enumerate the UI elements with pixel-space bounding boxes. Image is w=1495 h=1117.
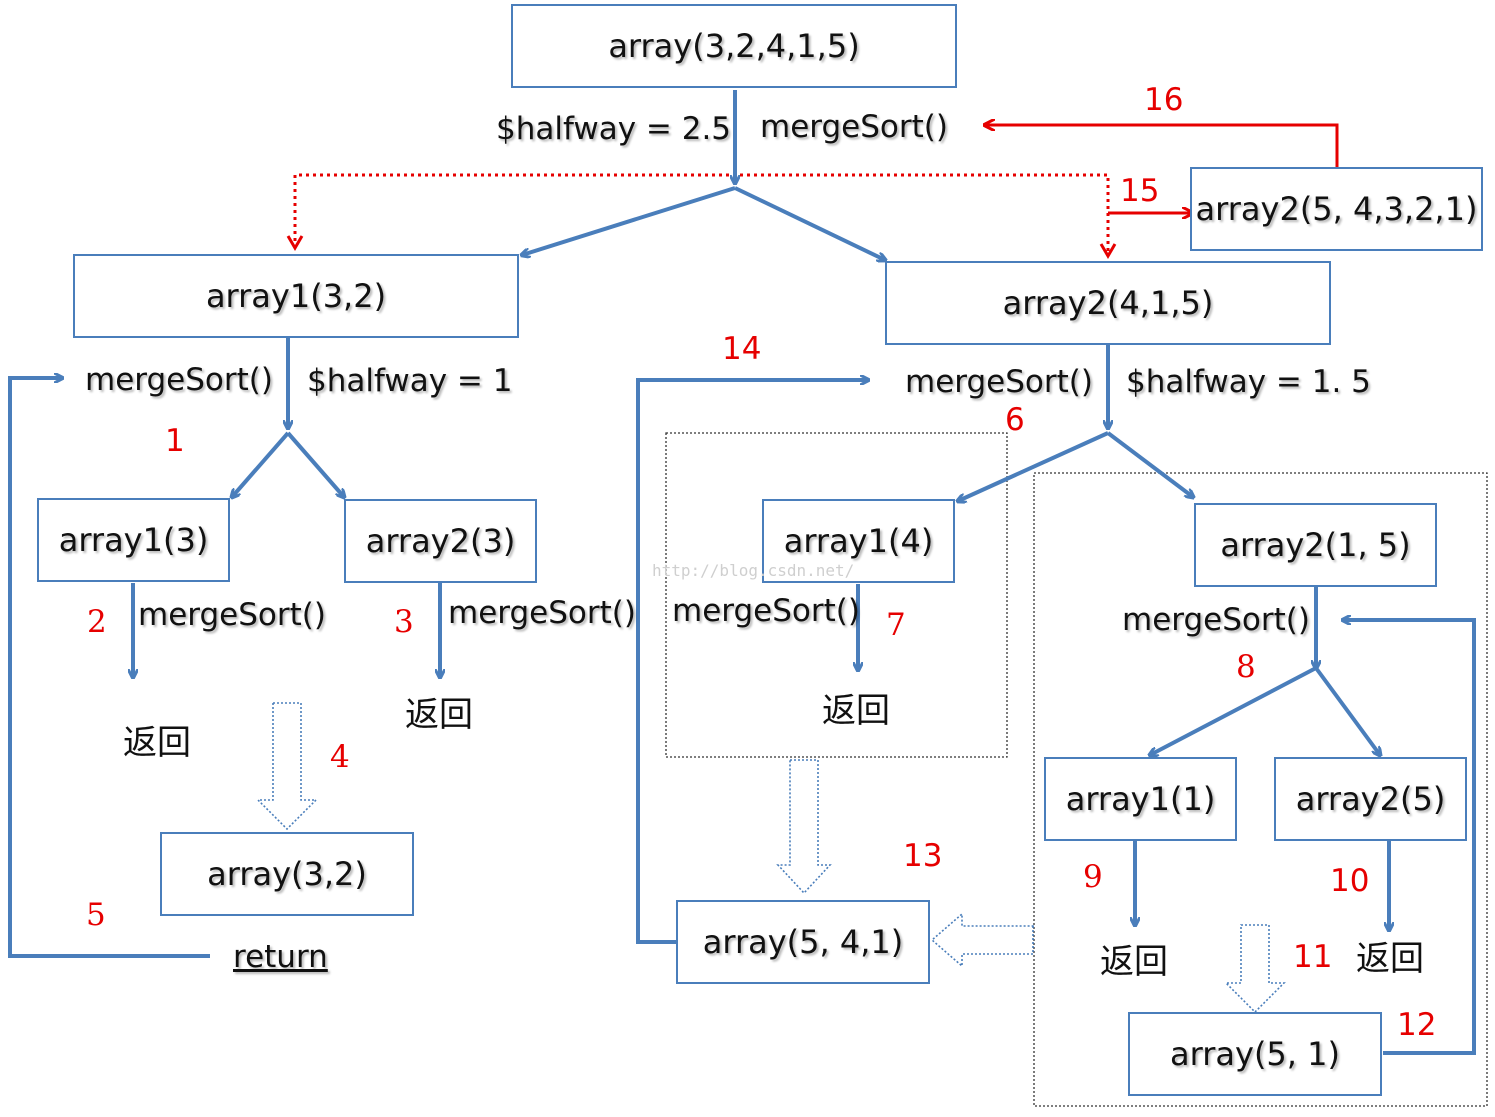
return-label-rr-a2: 返回 [1356,939,1424,979]
group-frame-right [1033,472,1488,1107]
left-subarray-box: array1(3,2) [73,254,519,338]
step-13: 13 [903,838,943,874]
step-14: 14 [722,331,762,367]
return-label-rr-a1: 返回 [1100,942,1168,982]
return-label-l-a1: 返回 [123,723,191,763]
inner-merged-box: array(5, 1) [1128,1012,1382,1096]
red-dotted-arrowheads [286,235,1117,259]
return-label-r-a1: 返回 [822,691,890,731]
halfway-root-label: $halfway = 2.5 [496,111,732,147]
right-array2-box: array2(1, 5) [1194,503,1437,587]
right-subarray-box: array2(4,1,5) [885,261,1331,345]
step-15: 15 [1120,173,1160,209]
inner-array2-box: array2(5) [1274,757,1467,841]
return-keyword: return [233,939,328,975]
halfway-right-label: $halfway = 1. 5 [1126,364,1371,400]
mergesort-r-a1-label: mergeSort() [672,593,860,629]
step-3: 3 [394,604,414,640]
step-5: 5 [86,897,106,933]
right-merged-box: array(5, 4,1) [676,900,930,984]
mergesort-r-a2-label: mergeSort() [1122,602,1310,638]
final-result-box: array2(5, 4,3,2,1) [1190,167,1483,251]
group-frame-left [665,432,1008,758]
step-10: 10 [1330,863,1370,899]
mergesort-l-a2-label: mergeSort() [448,595,636,631]
mergesort-root-label: mergeSort() [760,109,948,145]
root-array-box: array(3,2,4,1,5) [511,4,957,88]
step-12: 12 [1397,1007,1437,1043]
step-1: 1 [165,423,185,459]
left-array1-box: array1(3) [37,498,230,582]
watermark: http://blog.csdn.net/ [652,561,855,580]
mergesort-left-label: mergeSort() [85,362,273,398]
step-7: 7 [886,607,906,643]
blue-tree-arrows [8,90,1476,1055]
red-dotted-distribution [293,173,1110,255]
step-9: 9 [1083,859,1103,895]
halfway-left-label: $halfway = 1 [307,363,513,399]
inner-array1-box: array1(1) [1044,757,1237,841]
step-4: 4 [330,739,350,775]
arrow-step-16 [985,125,1339,167]
step-11: 11 [1293,939,1333,975]
left-array2-box: array2(3) [344,499,537,583]
mergesort-right-label: mergeSort() [905,364,1093,400]
step-2: 2 [87,604,107,640]
step-8: 8 [1236,649,1256,685]
step-16: 16 [1144,82,1184,118]
step-6: 6 [1005,402,1025,438]
hollow-merge-arrows [256,702,1286,1014]
return-label-l-a2: 返回 [405,695,473,735]
mergesort-l-a1-label: mergeSort() [138,597,326,633]
left-merged-box: array(3,2) [160,832,414,916]
right-array1-box: array1(4) [762,499,955,583]
